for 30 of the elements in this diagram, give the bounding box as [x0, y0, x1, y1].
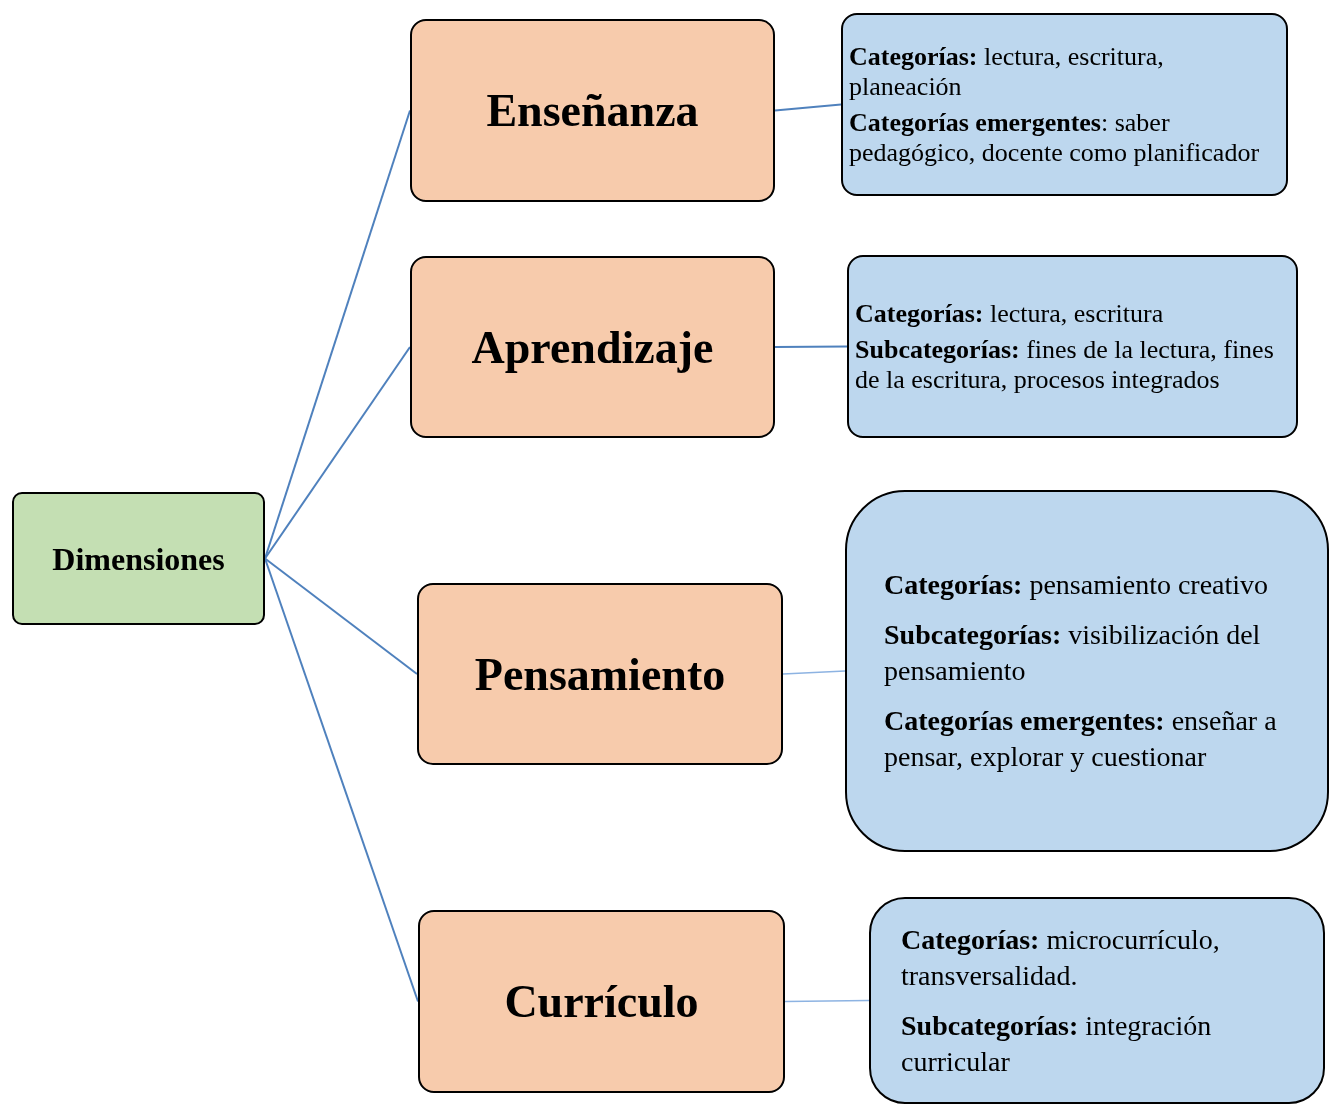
connector-line	[264, 557, 419, 1003]
dimension-box	[417, 583, 783, 765]
category-text: Subcategorías: fines de la lectura, fines de la escritura, procesos integrados	[855, 334, 1275, 395]
root-box	[12, 492, 265, 625]
category-box	[869, 897, 1325, 1104]
node-title: Aprendizaje	[471, 320, 714, 375]
connector-line	[774, 345, 848, 348]
category-text: Categorías: pensamiento creativo	[884, 568, 1270, 602]
category-box	[845, 490, 1329, 852]
category-box	[847, 255, 1298, 438]
category-text: Subcategorías: integración curricular	[901, 1008, 1213, 1079]
connector-line	[784, 999, 870, 1003]
category-text: Categorías: lectura, escritura	[855, 298, 1165, 329]
connector-line	[264, 346, 411, 560]
connector-line	[782, 670, 846, 675]
category-text: Categorías emergentes: saber pedagógico, docente como planificador	[849, 107, 1261, 168]
category-text: Subcategorías: visibilización del pensamiento	[884, 618, 1262, 688]
category-text: Categorías: lectura, escritura, planeación	[849, 41, 1165, 102]
node-title: Currículo	[504, 975, 699, 1029]
connector-line	[774, 103, 842, 112]
category-text: Categorías: microcurrículo, transversalidad.	[901, 922, 1221, 993]
category-text: Categorías emergentes: enseñar a pensar, explorar y cuestionar	[884, 704, 1278, 774]
dimension-box	[410, 256, 775, 438]
node-title: Dimensiones	[52, 539, 225, 579]
dimension-box	[418, 910, 785, 1093]
category-box	[841, 13, 1288, 196]
connector-line	[264, 557, 418, 675]
dimension-box	[410, 19, 775, 202]
node-title: Pensamiento	[474, 647, 726, 702]
node-title: Enseñanza	[486, 84, 699, 138]
